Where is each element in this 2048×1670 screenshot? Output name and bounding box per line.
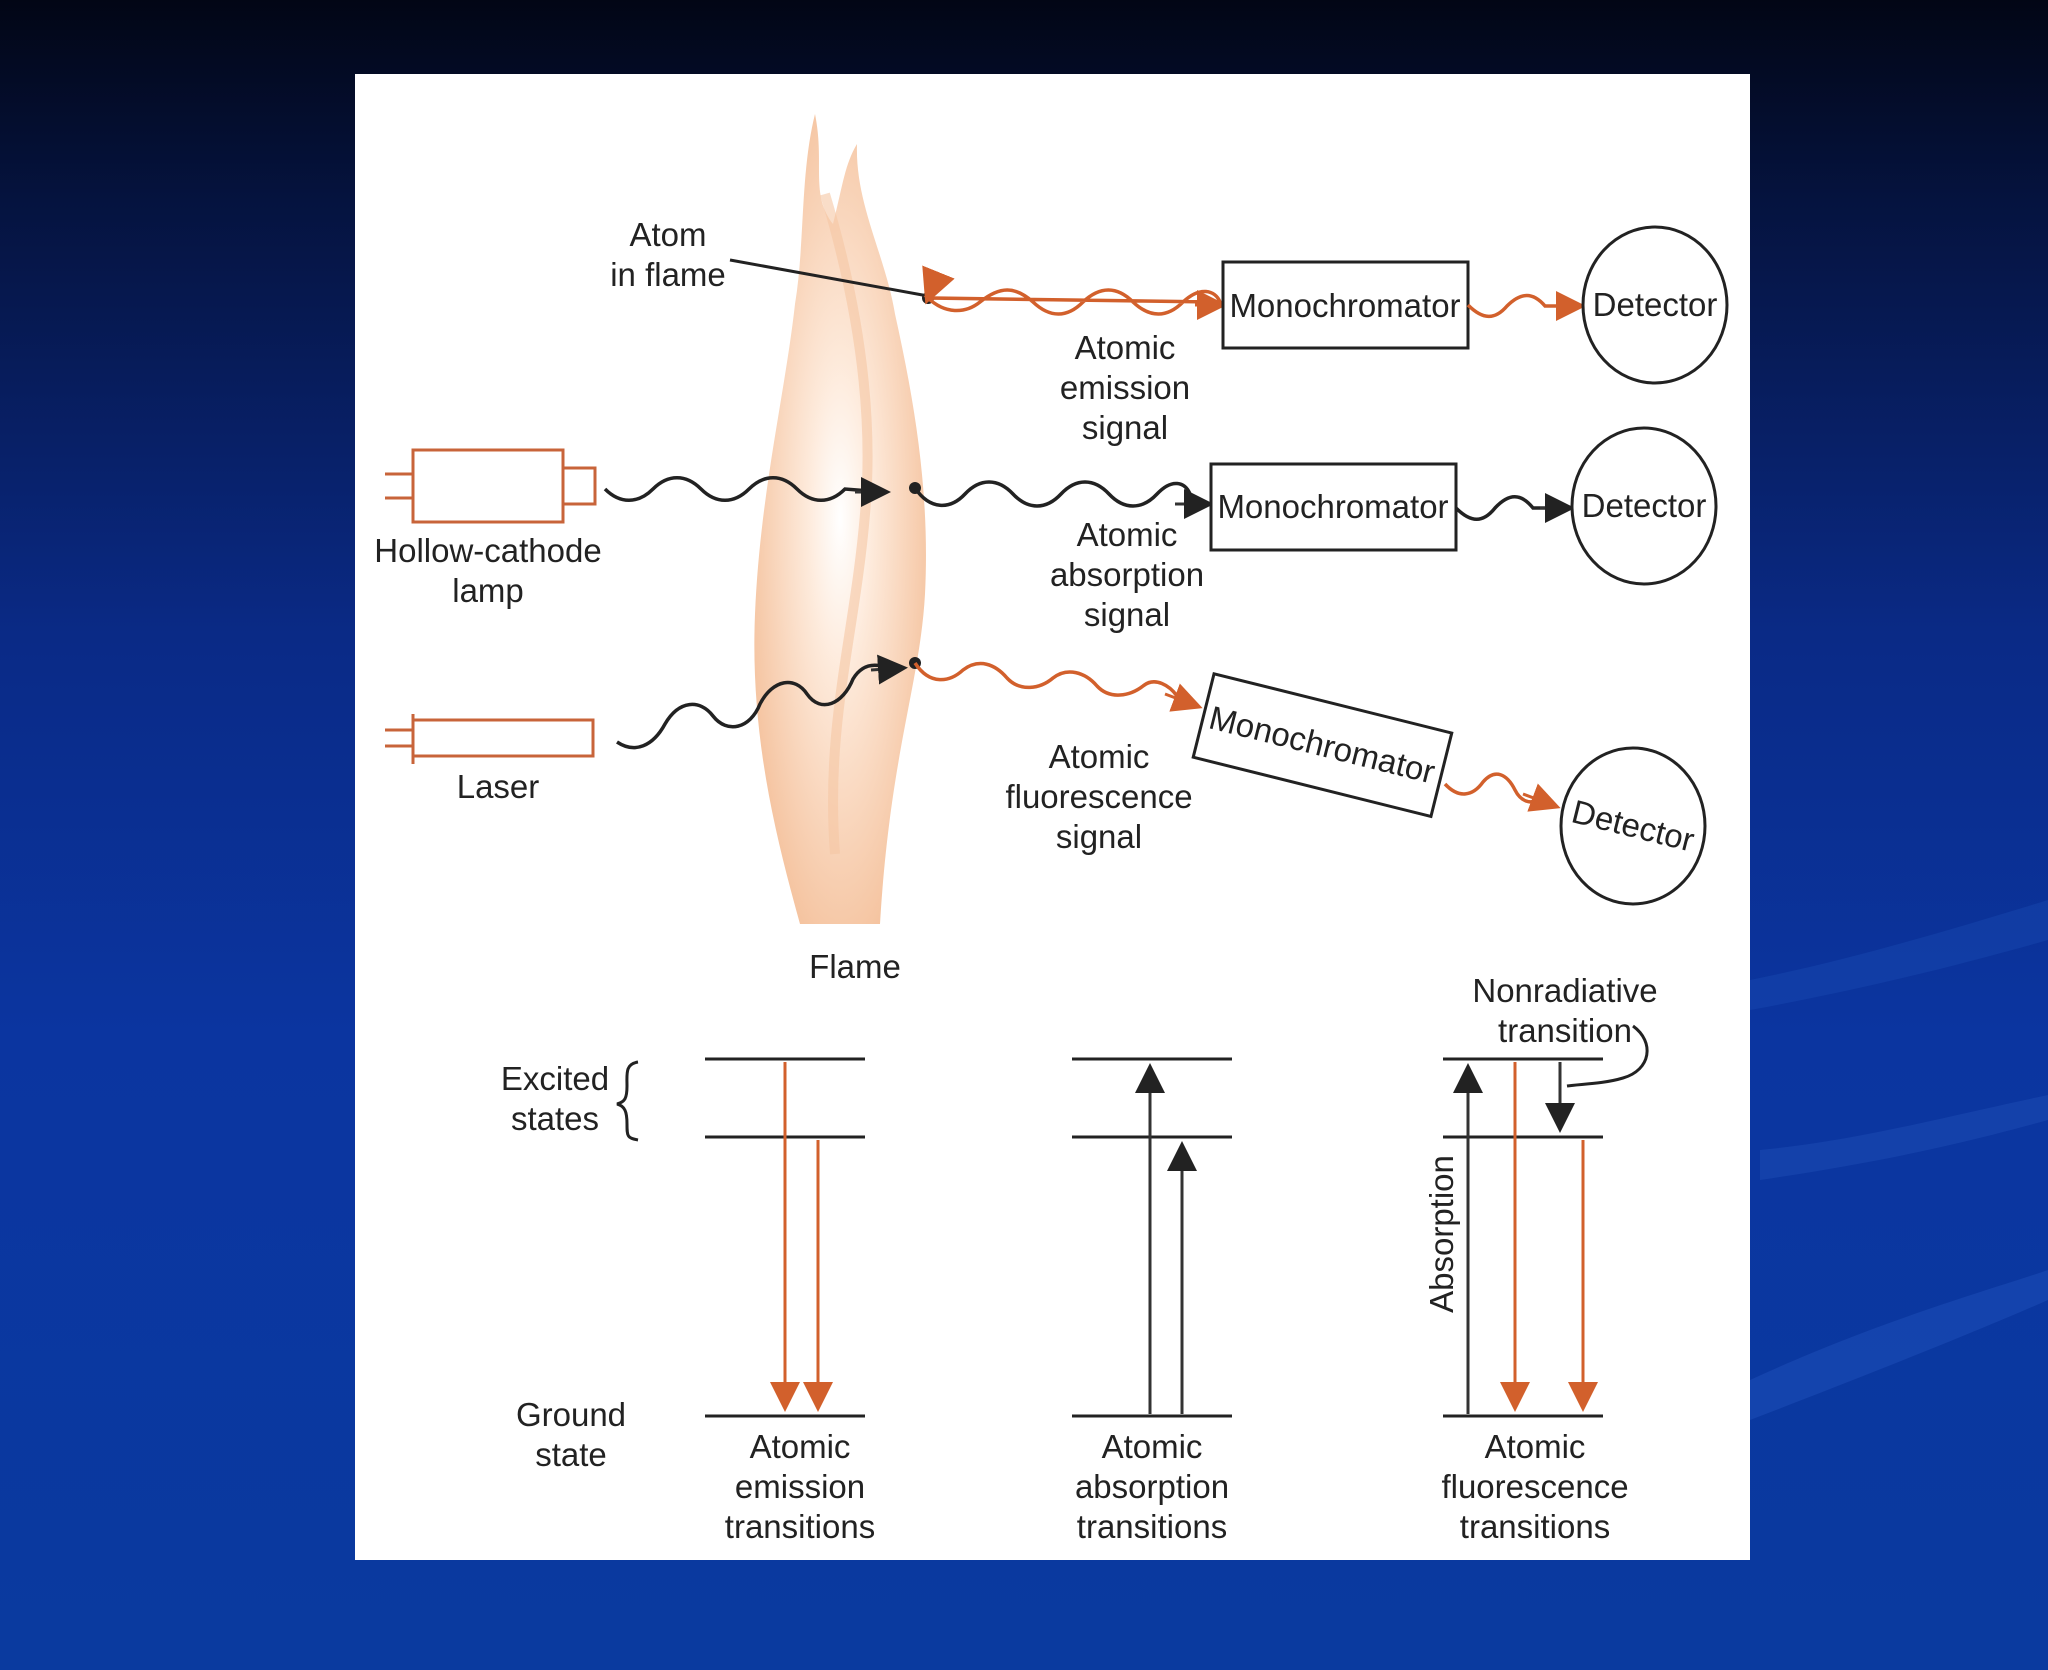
detector-emission <box>1581 225 1729 385</box>
detector-absorption <box>1570 426 1718 586</box>
detector-fluorescence <box>1559 746 1707 906</box>
emission-wave-2 <box>1466 293 1575 319</box>
laser-beam <box>616 663 897 750</box>
hollow-cathode-label-line1: Hollow-cathode <box>374 532 601 569</box>
ground-state-line1: Ground <box>516 1396 626 1433</box>
hollow-cathode-beam <box>603 476 884 502</box>
fluorescence-wave-2 <box>1443 772 1538 804</box>
absorption-wave-2 <box>1454 495 1560 521</box>
laser-icon <box>385 714 595 764</box>
atom-label-line1: Atom <box>629 216 706 253</box>
emission-transitions-line2: emission <box>735 1468 865 1505</box>
monochromator-emission <box>1221 260 1470 350</box>
detector-absorption-label: Detector <box>1582 487 1707 524</box>
fluorescence-signal-line2: fluorescence <box>1005 778 1192 815</box>
absorption-signal-line3: signal <box>1084 596 1170 633</box>
fluorescence-transitions-line2: fluorescence <box>1441 1468 1628 1505</box>
emission-signal-line2: emission <box>1060 369 1190 406</box>
absorption-transitions-diagram <box>1072 1057 1232 1418</box>
absorption-signal-line2: absorption <box>1050 556 1204 593</box>
absorption-transitions-line3: transitions <box>1077 1508 1227 1545</box>
emission-signal-line3: signal <box>1082 409 1168 446</box>
absorption-wave <box>913 480 1192 508</box>
monochromator-fluorescence: Monochromator <box>1191 671 1454 819</box>
absorption-axis-label: Absorption <box>1423 1155 1460 1313</box>
flame-label: Flame <box>809 948 901 985</box>
emission-transitions-diagram <box>705 1057 865 1418</box>
excited-states-line2: states <box>511 1100 599 1137</box>
ground-state-line2: state <box>535 1436 607 1473</box>
emission-signal-line1: Atomic <box>1075 329 1176 366</box>
fluorescence-transitions-line1: Atomic <box>1485 1428 1586 1465</box>
diagram-panel: Flame Atom in flame Monochromator Detect… <box>355 74 1750 1560</box>
laser-label: Laser <box>457 768 540 805</box>
monochromator-absorption-label: Monochromator <box>1217 488 1448 525</box>
hollow-cathode-lamp-icon <box>385 448 597 524</box>
excited-states-brace <box>616 1060 639 1142</box>
fluorescence-signal-line1: Atomic <box>1049 738 1150 775</box>
fluorescence-transitions-line3: transitions <box>1460 1508 1610 1545</box>
absorption-transitions-line1: Atomic <box>1102 1428 1203 1465</box>
detector-emission-label: Detector <box>1593 286 1718 323</box>
monochromator-emission-label: Monochromator <box>1229 287 1460 324</box>
nonradiative-line2: transition <box>1498 1012 1632 1049</box>
absorption-transitions-line2: absorption <box>1075 1468 1229 1505</box>
fluorescence-transitions-diagram <box>1443 1024 1649 1418</box>
nonradiative-line1: Nonradiative <box>1472 972 1657 1009</box>
emission-transitions-line1: Atomic <box>750 1428 851 1465</box>
fluorescence-wave <box>913 661 1179 698</box>
spectroscopy-diagram: Flame Atom in flame Monochromator Detect… <box>374 114 1729 1545</box>
hollow-cathode-label-line2: lamp <box>452 572 524 609</box>
excited-states-line1: Excited <box>501 1060 609 1097</box>
atom-label-line2: in flame <box>610 256 726 293</box>
monochromator-absorption <box>1209 462 1458 552</box>
emission-transitions-line3: transitions <box>725 1508 875 1545</box>
fluorescence-signal-line3: signal <box>1056 818 1142 855</box>
emission-wave <box>928 290 1223 314</box>
absorption-signal-line1: Atomic <box>1077 516 1178 553</box>
flame-shape <box>754 114 926 924</box>
